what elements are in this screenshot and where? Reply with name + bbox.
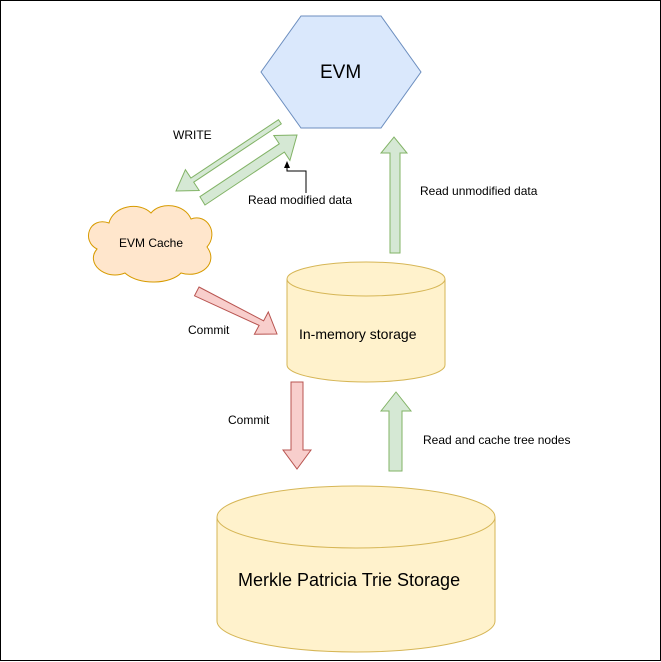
read-cache-nodes-arrow: [379, 391, 413, 472]
read-modified-callout: [286, 165, 307, 193]
write-label: WRITE: [173, 128, 212, 142]
mpt-storage-label: Merkle Patricia Trie Storage: [238, 570, 461, 590]
write-arrow: [175, 119, 282, 192]
evm-cache-node: [88, 205, 213, 283]
commit-cache-label: Commit: [188, 323, 230, 337]
in-memory-storage-node: [286, 261, 446, 383]
commit-storage-label: Commit: [228, 413, 270, 427]
read-modified-arrow: [199, 134, 298, 206]
read-modified-label: Read modified data: [248, 193, 353, 207]
evm-node: [260, 15, 422, 129]
in-memory-storage-label: In-memory storage: [299, 326, 417, 342]
evm-label: EVM: [320, 62, 362, 83]
read-unmodified-label: Read unmodified data: [420, 184, 538, 198]
mpt-storage-node: [216, 485, 496, 653]
commit-storage-arrow: [282, 381, 312, 470]
evm-cache-label: EVM Cache: [119, 236, 184, 250]
read-cache-nodes-label: Read and cache tree nodes: [423, 433, 571, 447]
read-unmodified-arrow: [379, 136, 409, 254]
read-modified-callout-head: [284, 161, 290, 168]
commit-cache-arrow: [193, 286, 278, 335]
